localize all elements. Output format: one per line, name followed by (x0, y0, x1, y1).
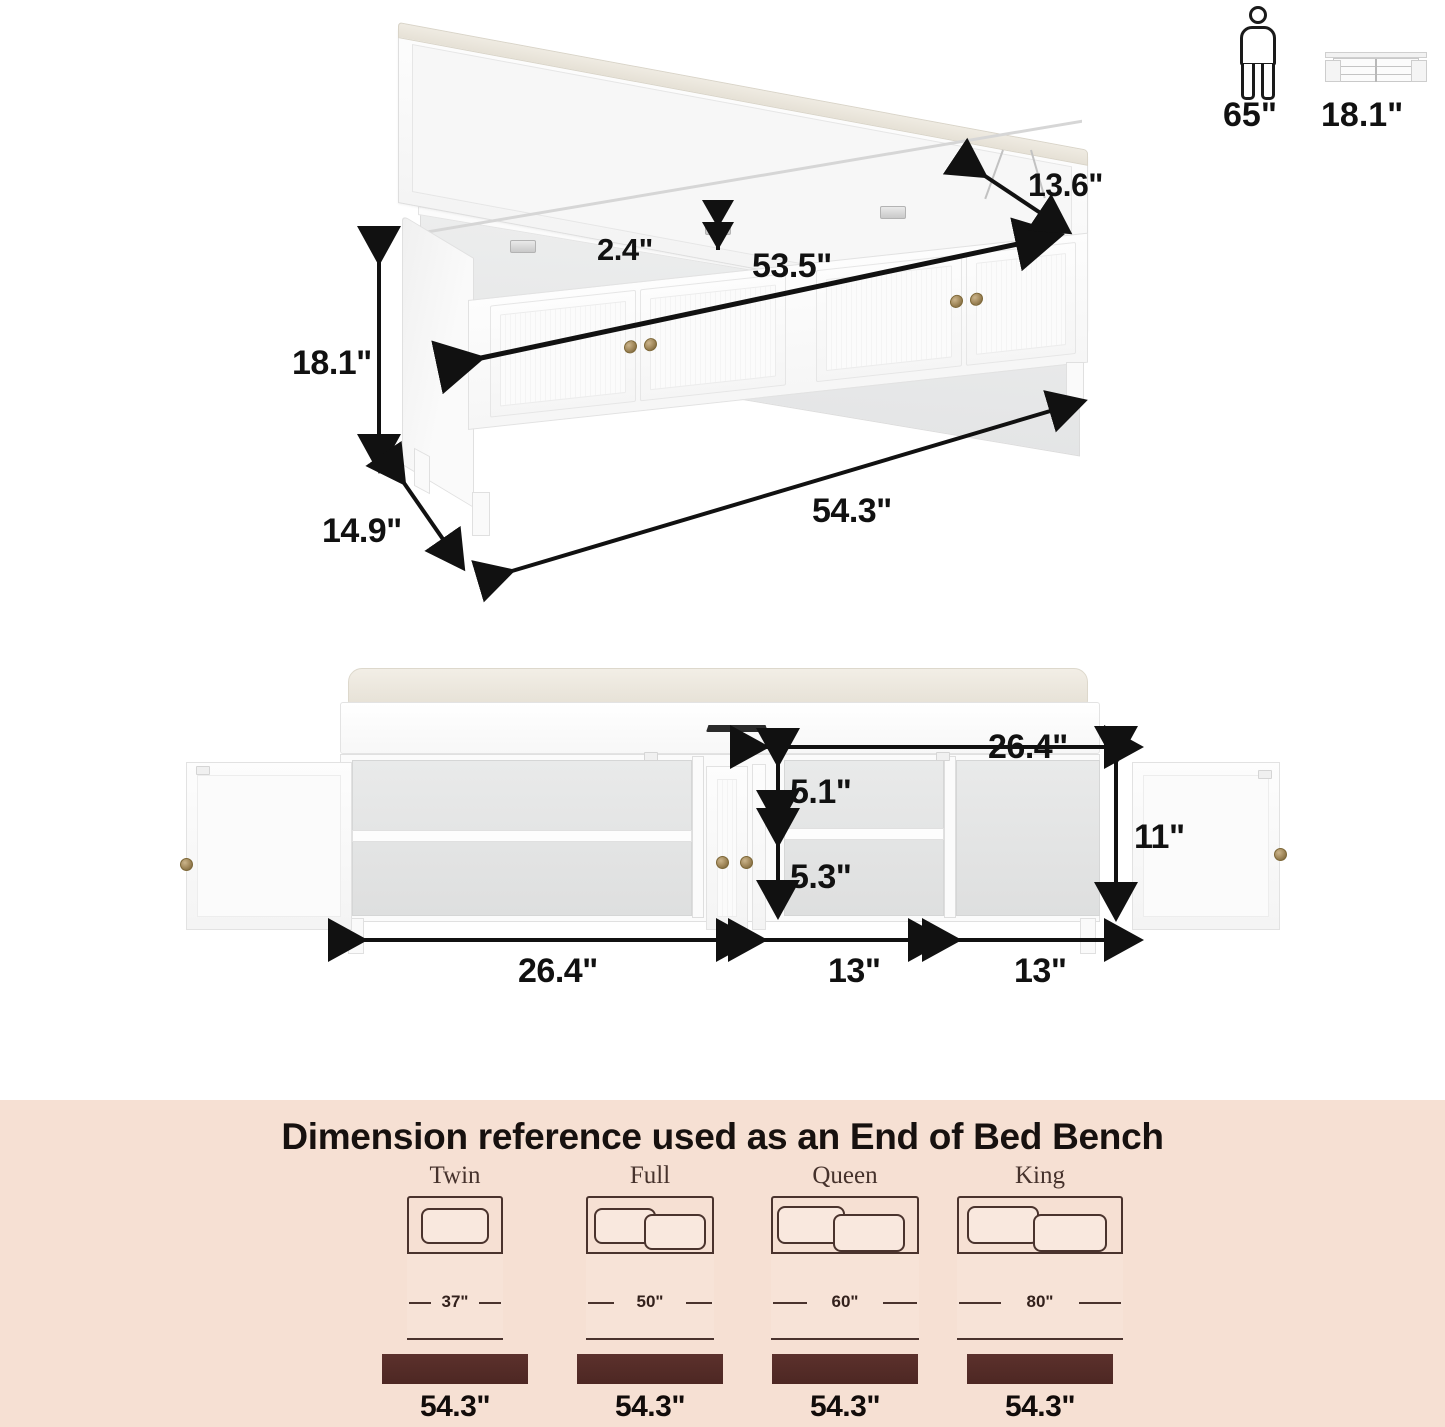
hinge-icon (510, 240, 536, 253)
dim-middle-cubby-label: 13" (828, 952, 881, 990)
door-hinge-icon (196, 766, 210, 775)
bench-bar (382, 1354, 528, 1384)
bench-width-label: 54.3" (1004, 1390, 1076, 1423)
bench-left-side-panel (402, 214, 474, 508)
bench-bar (577, 1354, 723, 1384)
bed-column-twin: Twin 37" 54.3" (305, 1162, 605, 1424)
bench-width-label: 54.3" (419, 1390, 491, 1423)
bed-width-label: 60" (831, 1292, 859, 1311)
cabinet-door[interactable] (490, 289, 636, 418)
bench-leg (1066, 362, 1084, 402)
bench-bar (772, 1354, 918, 1384)
door-hinge-icon (1258, 770, 1272, 779)
dim-open-cubby-height-label: 11" (1134, 818, 1185, 856)
dim-height-label: 18.1" (292, 344, 372, 382)
bed-illustration: 80" (957, 1196, 1123, 1340)
bench-seat-cushion (348, 668, 1088, 704)
middle-compartment-shelf (784, 828, 944, 840)
compartment-divider (944, 756, 956, 918)
open-cabinet-door[interactable] (706, 766, 748, 930)
cabinet-door[interactable] (966, 241, 1076, 366)
open-cabinet-door[interactable] (186, 762, 352, 930)
open-cabinet-door[interactable] (1132, 762, 1280, 930)
door-knob-icon[interactable] (716, 856, 729, 869)
door-knob-icon[interactable] (180, 858, 193, 871)
door-knob-icon[interactable] (740, 856, 753, 869)
dim-lid-gap-label: 2.4" (597, 232, 653, 267)
scale-comparison-bar: 65" 18.1" (1215, 0, 1445, 140)
dim-interior-depth-label: 13.6" (1028, 167, 1103, 203)
bed-column-full: Full 50" 54.3" (500, 1162, 800, 1424)
bed-column-king: King 80" 54.3" (890, 1162, 1190, 1424)
bench-bar (967, 1354, 1113, 1384)
bed-name-label: King (1015, 1162, 1065, 1189)
door-knob-icon[interactable] (1274, 848, 1287, 861)
cabinet-door[interactable] (640, 273, 786, 402)
bench-leg (472, 492, 490, 536)
bench-leg (1080, 918, 1096, 954)
dim-right-section-label: 26.4" (988, 728, 1068, 766)
dim-upper-shelf-label: 5.1" (790, 773, 852, 811)
bed-name-label: Full (629, 1162, 671, 1189)
lid-hinge-tab-icon (644, 752, 658, 761)
dim-left-compartment-label: 26.4" (518, 952, 598, 990)
person-height-label: 65" (1223, 96, 1277, 134)
bench-leg (414, 447, 430, 495)
bed-illustration: 50" (586, 1196, 714, 1340)
left-compartment-shelf (352, 830, 692, 842)
bed-illustration: 60" (771, 1196, 919, 1340)
hinge-icon (880, 206, 906, 219)
bed-reference-title: Dimension reference used as an End of Be… (281, 1116, 1164, 1157)
hinge-icon (705, 222, 731, 235)
bed-size-reference-panel: Dimension reference used as an End of Be… (0, 1100, 1445, 1427)
person-silhouette-icon (1237, 6, 1279, 100)
bench-height-label: 18.1" (1321, 96, 1404, 134)
bench-width-label: 54.3" (809, 1390, 881, 1423)
bed-column-queen: Queen 60" 54.3" (695, 1162, 995, 1424)
bed-width-label: 37" (441, 1292, 469, 1311)
open-cabinet-door-edge[interactable] (752, 764, 766, 930)
dim-lower-shelf-label: 5.3" (790, 858, 852, 896)
cabinet-door[interactable] (816, 254, 962, 383)
bed-width-label: 50" (636, 1292, 664, 1311)
front-elevation-doors-open-view: 26.4" 26.4" 5.1" 5.3" 11" 13" 13" (0, 640, 1445, 1060)
bed-name-label: Twin (429, 1162, 481, 1189)
dim-depth-label: 14.9" (322, 512, 402, 550)
storage-bench-icon (1325, 46, 1427, 88)
lid-hinge-tab-icon (936, 752, 950, 761)
dim-right-cubby-label: 13" (1014, 952, 1067, 990)
dim-width-label: 54.3" (812, 492, 892, 530)
bench-width-label: 54.3" (614, 1390, 686, 1423)
dim-interior-width-label: 53.5" (752, 247, 832, 285)
right-compartment-cavity (956, 760, 1100, 916)
bed-name-label: Queen (812, 1162, 878, 1189)
bed-width-label: 80" (1026, 1292, 1054, 1311)
lid-finger-pull (706, 725, 768, 732)
compartment-divider (692, 756, 704, 918)
bed-illustration: 37" (407, 1196, 503, 1340)
open-lid-perspective-view: 18.1" 14.9" 54.3" 53.5" 13.6" 2.4" (0, 0, 1160, 620)
